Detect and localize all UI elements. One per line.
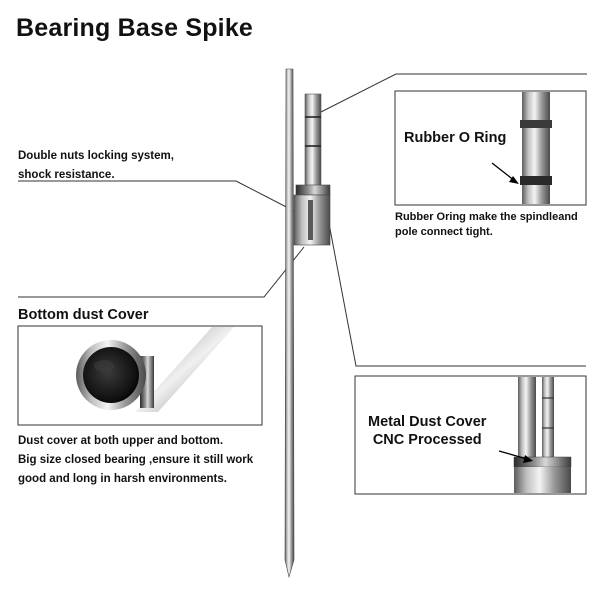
bottom-dust-cover-inset: [17, 325, 263, 426]
spindle: [304, 93, 322, 187]
double-nuts-line-2: shock resistance.: [18, 169, 115, 181]
metal-dust-cover-label: Metal Dust Cover CNC Processed: [368, 413, 486, 449]
rubber-o-ring-caption-line-2: pole connect tight.: [395, 226, 493, 238]
bottom-dust-cover-caption: Dust cover at both upper and bottom. Big…: [18, 432, 253, 489]
bottom-dust-cover-heading: Bottom dust Cover: [18, 307, 149, 323]
spike-rod: [284, 68, 295, 579]
rubber-o-ring-inset: [394, 90, 587, 206]
double-nuts-line-1: Double nuts locking system,: [18, 150, 174, 162]
metal-dust-cover-inset: [354, 375, 587, 495]
bearing-housing: [293, 184, 331, 246]
metal-dust-cover-label-line-2: CNC Processed: [372, 432, 482, 448]
rubber-o-ring-caption: Rubber Oring make the spindleand pole co…: [395, 210, 578, 240]
rubber-o-ring-label: Rubber O Ring: [404, 130, 507, 146]
bottom-dust-cover-caption-line-1: Dust cover at both upper and bottom.: [18, 435, 224, 447]
double-nuts-callout: Double nuts locking system, shock resist…: [18, 147, 174, 185]
bottom-dust-cover-caption-line-3: good and long in harsh environments.: [18, 473, 227, 485]
leader-lines: [18, 73, 587, 367]
rubber-o-ring-caption-line-1: Rubber Oring make the spindleand: [395, 211, 578, 223]
bottom-dust-cover-caption-line-2: Big size closed bearing ,ensure it still…: [18, 454, 254, 466]
page-title: Bearing Base Spike: [16, 14, 254, 42]
metal-dust-cover-label-line-1: Metal Dust Cover: [368, 414, 487, 430]
